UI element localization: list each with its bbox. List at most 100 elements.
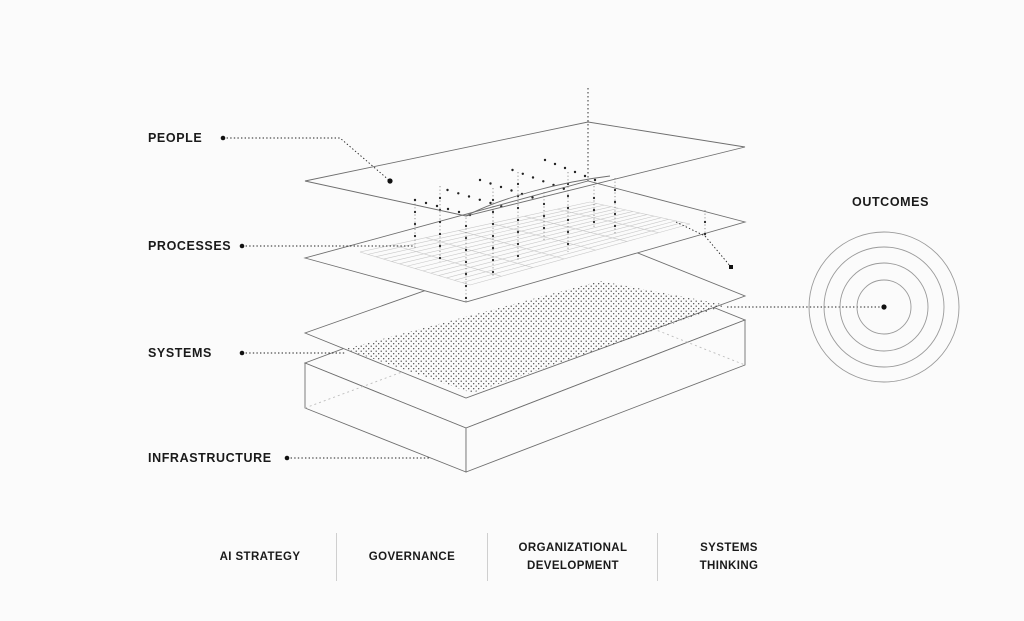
people-node: [478, 178, 482, 182]
connector-node: [542, 214, 546, 218]
connector-node: [491, 258, 495, 262]
systems-dot: [239, 350, 245, 356]
connector-node: [613, 212, 617, 216]
grid-line: [392, 244, 502, 277]
bottom-item-line: THINKING: [699, 560, 759, 572]
grid-line: [446, 218, 669, 279]
outcomes-target-icon: [808, 231, 960, 383]
connector-node: [542, 202, 546, 206]
divider: [657, 533, 658, 581]
outcomes-center-dot: [881, 304, 887, 310]
people-node: [499, 185, 503, 189]
grid-line: [407, 211, 633, 267]
connector-node: [566, 242, 570, 246]
grid-line: [454, 220, 676, 281]
grid-line: [491, 223, 596, 251]
connector-node: [491, 270, 495, 274]
people-node: [510, 189, 513, 192]
grid-line: [557, 208, 659, 234]
grid-line: [375, 204, 605, 258]
connector-node: [491, 234, 495, 238]
connector-node: [613, 224, 617, 228]
people-label: PEOPLE: [148, 131, 203, 145]
connector-node: [464, 224, 468, 228]
connector-node: [491, 222, 495, 226]
grid-line: [414, 212, 641, 269]
people-node: [435, 204, 439, 208]
divider: [336, 533, 337, 581]
people-node: [543, 158, 547, 162]
connector-node: [516, 218, 520, 222]
bottom-item-governance: GOVERNANCE: [337, 533, 487, 581]
infrastructure-dot: [284, 455, 290, 461]
people-node: [457, 192, 460, 195]
grid-line: [462, 222, 683, 283]
grid-line: [458, 230, 565, 260]
connector-node: [516, 206, 520, 210]
people-node: [593, 178, 597, 182]
connector-node: [491, 198, 495, 202]
grid-line: [430, 215, 655, 274]
connector-node: [613, 188, 617, 192]
processes-label: PROCESSES: [148, 239, 232, 253]
people-node: [521, 172, 524, 175]
connector-node: [703, 220, 707, 224]
grid-line: [367, 203, 598, 255]
bottom-item-line: GOVERNANCE: [368, 551, 456, 563]
people-node: [446, 188, 449, 192]
grid-line: [391, 207, 619, 262]
connector-node: [516, 254, 520, 258]
connector-node: [613, 200, 617, 204]
people-node: [446, 207, 450, 211]
people-node: [467, 195, 471, 198]
connector-node: [464, 248, 468, 252]
bottom-item-line: SYSTEMS: [700, 542, 758, 554]
connector-node: [438, 256, 442, 260]
connector-node: [592, 208, 596, 212]
people-node: [573, 170, 577, 174]
people-node: [489, 182, 492, 185]
people-node: [542, 180, 545, 183]
connector-node: [464, 284, 468, 288]
connector-node: [464, 260, 468, 264]
connector-node: [491, 246, 495, 250]
bottom-item-line: ORGANIZATIONAL: [518, 542, 628, 554]
connector-node: [566, 218, 570, 222]
grid-line: [469, 223, 691, 286]
systems-label: SYSTEMS: [148, 346, 212, 360]
people-node: [424, 201, 428, 205]
people-leader-line: [223, 137, 391, 182]
people-node: [563, 166, 567, 170]
bottom-item-line: AI STRATEGY: [219, 551, 301, 563]
connector-node: [542, 226, 546, 230]
bottom-item-ai-strategy: AI STRATEGY: [185, 533, 335, 581]
divider: [487, 533, 488, 581]
connector-node: [438, 196, 442, 200]
grid-line: [359, 201, 591, 253]
people-node: [562, 187, 565, 190]
bottom-item-line: DEVELOPMENT: [527, 560, 619, 572]
grid-line: [359, 251, 471, 286]
bottom-item-organizational-development: ORGANIZATIONAL DEVELOPMENT: [489, 533, 657, 581]
connector-node: [413, 234, 417, 238]
connector-node: [464, 236, 468, 240]
grid-line: [383, 206, 612, 260]
people-node: [457, 210, 461, 214]
connector-node: [464, 272, 468, 276]
people-node: [413, 198, 417, 202]
processes-layer: [303, 180, 747, 303]
connector-node: [491, 210, 495, 214]
people-node: [511, 168, 514, 172]
connector-node: [516, 230, 520, 234]
infrastructure-label: INFRASTRUCTURE: [148, 451, 272, 465]
connector-node: [438, 220, 442, 224]
processes-target-marker: [729, 265, 733, 269]
connector-node: [592, 220, 596, 224]
grid-line: [438, 217, 662, 276]
grid-line: [524, 215, 628, 242]
connector-node: [592, 196, 596, 200]
people-node: [553, 162, 557, 166]
connector-node: [413, 210, 417, 214]
people-layer: [304, 121, 746, 217]
